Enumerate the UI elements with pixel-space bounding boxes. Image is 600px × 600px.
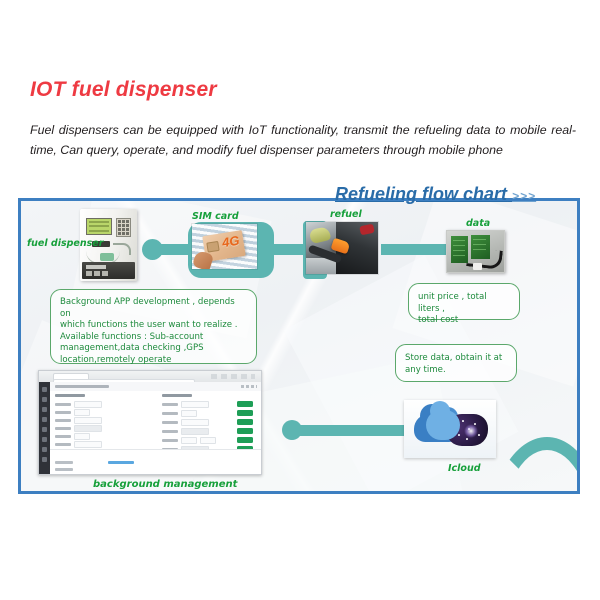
cloud-glow <box>464 424 478 438</box>
node-label-background-management: background management <box>93 479 238 490</box>
dispenser-pedestal <box>100 253 114 261</box>
flow-chart-heading: Refueling flow chart >>> <box>335 184 536 205</box>
fuel-dispenser-image <box>80 209 137 281</box>
dashboard-footer <box>50 449 261 474</box>
node-label-refuel: refuel <box>330 209 362 220</box>
intro-paragraph: Fuel dispensers can be equipped with IoT… <box>30 123 576 157</box>
dispenser-card-slot <box>92 241 110 247</box>
page-title: IOT fuel dispenser <box>30 78 217 101</box>
data-board-image <box>446 230 505 273</box>
dashboard-breadcrumb <box>55 385 109 388</box>
connector-bar <box>268 244 314 255</box>
dashboard-status-button[interactable] <box>237 419 253 425</box>
cable-harness <box>466 247 503 270</box>
callout-store-data: Store data, obtain it at any time. <box>395 344 517 382</box>
sim-chip-icon <box>206 240 220 253</box>
cable-connector <box>473 263 482 270</box>
connector-arc <box>487 437 577 491</box>
pane-section-title <box>55 394 85 397</box>
refuel-image <box>306 222 378 274</box>
node-label-sim-card: SIM card <box>192 211 239 222</box>
dashboard-status-button[interactable] <box>237 410 253 416</box>
cloud-shape-front <box>426 401 460 440</box>
node-label-fuel-dispenser: fuel dispenser <box>27 238 104 249</box>
flow-chart-heading-text: Refueling flow chart <box>335 184 508 204</box>
browser-toolbar-icons <box>211 373 255 379</box>
connector-bar <box>297 425 429 436</box>
pane-section-title <box>162 394 192 397</box>
dashboard-status-button[interactable] <box>237 437 253 443</box>
dashboard-status-button[interactable] <box>237 401 253 407</box>
road-surface <box>306 258 336 274</box>
connector-bar <box>159 244 193 255</box>
dispenser-lcd-icon <box>86 218 112 235</box>
dispenser-keypad-icon <box>116 218 131 237</box>
circuit-board <box>471 235 490 259</box>
sim-card-image: 4G <box>192 224 257 269</box>
callout-app-development: Background APP development , depends on … <box>50 289 257 365</box>
dashboard-status-button[interactable] <box>237 428 253 434</box>
dashboard-right-pane <box>157 391 261 471</box>
node-label-icloud: Icloud <box>448 463 481 474</box>
circuit-board <box>451 236 468 263</box>
dashboard-sidebar <box>39 382 50 474</box>
dashboard-left-pane <box>50 391 158 473</box>
admin-dashboard-screenshot <box>38 370 262 475</box>
connector-dot <box>142 239 163 260</box>
dispenser-nozzle-arm <box>113 243 131 255</box>
node-label-data: data <box>466 218 491 229</box>
sim-4g-text: 4G <box>220 232 241 251</box>
icloud-image <box>404 400 496 458</box>
footer-link[interactable] <box>108 461 134 464</box>
callout-unit-price: unit price , total liters , total cost <box>408 283 520 325</box>
dispenser-base <box>82 262 135 279</box>
connector-bar <box>381 244 456 255</box>
attendant-glove <box>308 225 332 245</box>
flow-chart-arrows: >>> <box>512 189 537 203</box>
dashboard-window-controls <box>241 385 257 388</box>
